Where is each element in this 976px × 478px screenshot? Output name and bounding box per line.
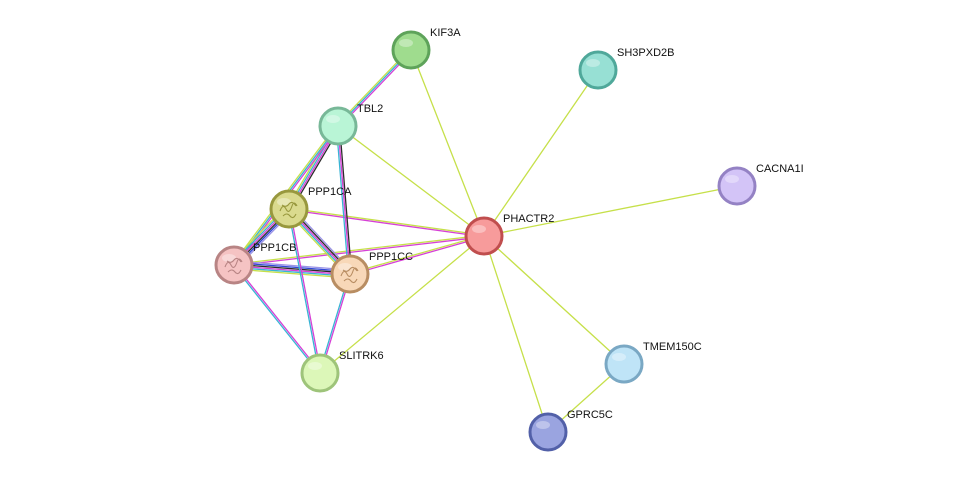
edge-evidence-databases: [232, 264, 321, 375]
node-highlight: [308, 362, 322, 370]
node-circle[interactable]: [214, 245, 254, 285]
node-label: SH3PXD2B: [617, 47, 674, 59]
edge-evidence-textmining: [349, 234, 485, 274]
node-ppp1cc[interactable]: PPP1CC: [330, 251, 413, 294]
edge-evidence-experiments: [289, 208, 322, 374]
node-tmem150c[interactable]: TMEM150C: [604, 341, 702, 384]
edge-evidence-databases: [233, 266, 351, 278]
edge-evidence-textmining: [233, 234, 485, 265]
node-highlight: [222, 254, 236, 262]
node-slitrk6[interactable]: SLITRK6: [300, 350, 384, 393]
edge-evidence-homology: [233, 260, 351, 271]
node-circle[interactable]: [464, 216, 504, 256]
edge-evidence-experiments: [233, 236, 485, 267]
edge-evidence-experiments: [337, 125, 351, 275]
node-tbl2[interactable]: TBL2: [318, 103, 383, 146]
node-circle[interactable]: [717, 166, 757, 206]
edge-phactr2-kif3a[interactable]: [410, 49, 485, 237]
edge-ppp1cb-slitrk6[interactable]: [232, 263, 322, 375]
edge-evidence-experiments: [288, 209, 485, 238]
edge-evidence-textmining: [233, 268, 351, 279]
edge-phactr2-tmem150c[interactable]: [483, 235, 625, 365]
node-highlight: [399, 39, 413, 47]
node-label: CACNA1I: [756, 163, 804, 175]
node-circle[interactable]: [269, 189, 309, 229]
edge-phactr2-sh3pxd2b[interactable]: [483, 69, 599, 237]
edge-evidence-experiments: [233, 263, 322, 374]
node-circle[interactable]: [528, 412, 568, 452]
node-ppp1ca[interactable]: PPP1CA: [269, 186, 352, 229]
edge-evidence-textmining: [288, 207, 485, 236]
node-highlight: [612, 353, 626, 361]
node-label: TBL2: [357, 103, 383, 115]
node-phactr2[interactable]: PHACTR2: [464, 213, 554, 256]
edge-phactr2-cacna1i[interactable]: [483, 185, 738, 237]
node-circle[interactable]: [330, 254, 370, 294]
edge-phactr2-ppp1ca[interactable]: [288, 207, 485, 238]
node-circle[interactable]: [318, 106, 358, 146]
edge-tbl2-ppp1cc[interactable]: [335, 125, 353, 275]
edge-evidence-experiments: [349, 236, 485, 276]
edge-ppp1ca-slitrk6[interactable]: [287, 208, 322, 374]
edge-phactr2-ppp1cb[interactable]: [233, 234, 485, 267]
node-label: SLITRK6: [339, 350, 384, 362]
edge-evidence-cooccurrence: [233, 261, 351, 273]
edge-evidence-textmining: [483, 69, 599, 237]
node-highlight: [326, 115, 340, 123]
node-highlight: [536, 421, 550, 429]
node-ppp1cb[interactable]: PPP1CB: [214, 242, 296, 285]
node-kif3a[interactable]: KIF3A: [391, 27, 461, 70]
node-highlight: [277, 198, 291, 206]
edge-evidence-textmining: [483, 185, 738, 237]
edge-evidence-textmining: [483, 235, 625, 365]
edge-phactr2-tbl2[interactable]: [337, 125, 485, 237]
protein-structure-icon: [279, 201, 298, 219]
edge-evidence-coexpression: [338, 125, 353, 275]
protein-structure-icon: [224, 257, 243, 275]
node-label: KIF3A: [430, 27, 461, 39]
node-highlight: [586, 59, 600, 67]
protein-structure-icon: [340, 266, 359, 284]
node-highlight: [725, 175, 739, 183]
node-label: PPP1CA: [308, 186, 352, 198]
node-label: PPP1CB: [253, 242, 296, 254]
node-label: PPP1CC: [369, 251, 413, 263]
node-cacna1i[interactable]: CACNA1I: [717, 163, 804, 206]
edge-evidence-textmining: [319, 235, 485, 374]
edge-phactr2-gprc5c[interactable]: [483, 235, 549, 433]
edge-evidence-databases: [287, 208, 320, 374]
node-label: TMEM150C: [643, 341, 702, 353]
node-gprc5c[interactable]: GPRC5C: [528, 409, 613, 452]
edge-phactr2-slitrk6[interactable]: [319, 235, 485, 374]
node-sh3pxd2b[interactable]: SH3PXD2B: [578, 47, 674, 90]
edge-evidence-databases: [335, 125, 350, 275]
edge-evidence-textmining: [410, 49, 485, 237]
node-highlight: [472, 225, 486, 233]
node-circle[interactable]: [578, 50, 618, 90]
node-circle[interactable]: [391, 30, 431, 70]
edge-evidence-textmining: [337, 125, 485, 237]
node-circle[interactable]: [300, 353, 340, 393]
edge-phactr2-ppp1cc[interactable]: [349, 234, 485, 276]
node-label: GPRC5C: [567, 409, 613, 421]
node-highlight: [338, 263, 352, 271]
edge-evidence-textmining: [483, 235, 549, 433]
node-label: PHACTR2: [503, 213, 554, 225]
node-circle[interactable]: [604, 344, 644, 384]
